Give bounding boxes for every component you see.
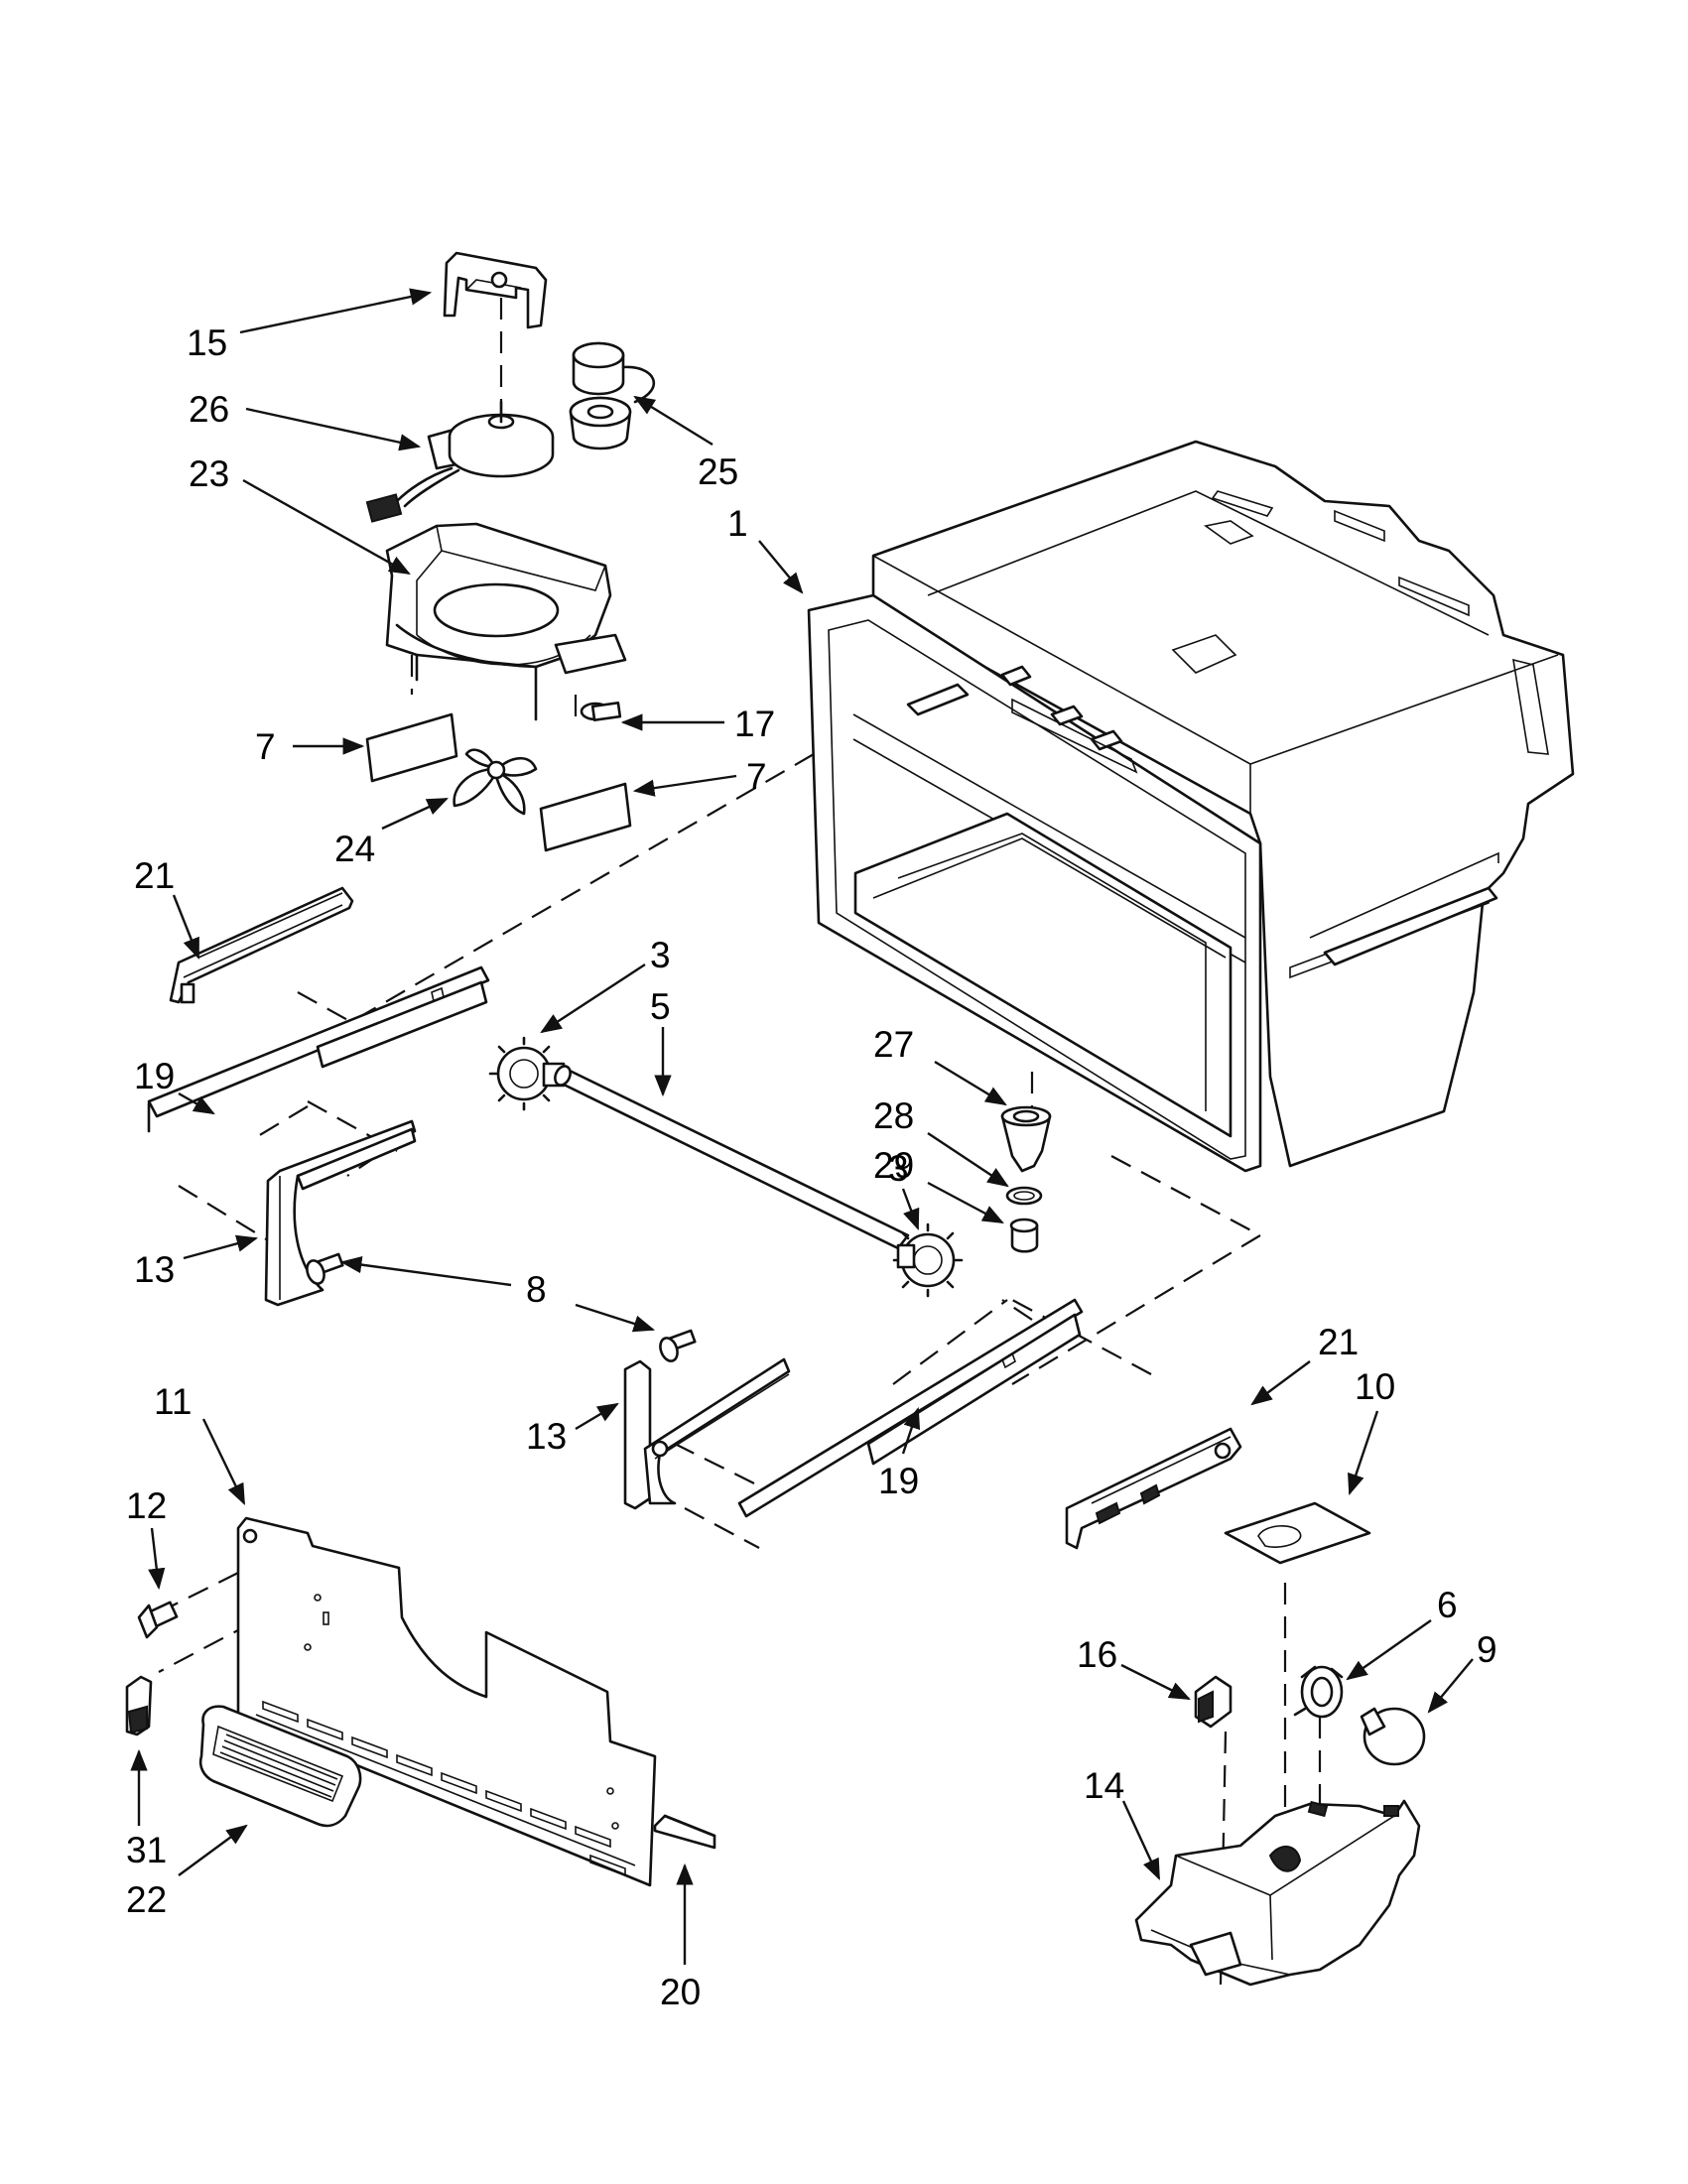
part-9-light-bulb	[1360, 1707, 1426, 1766]
callout-21: 21	[1318, 1322, 1359, 1362]
callout-labels: 15 26 23 25 1 7 17 7 24 21 3 5 27 28 29 …	[126, 322, 1497, 2012]
part-3-upper-gear	[488, 1036, 566, 1111]
part-26-fan-motor	[365, 400, 555, 523]
part-13-left-bracket	[264, 1119, 417, 1307]
part-7-foam-blocks	[365, 712, 632, 852]
callout-17: 17	[734, 704, 775, 744]
callout-7: 7	[746, 756, 767, 797]
callout-21: 21	[134, 855, 175, 896]
part-16-switch	[1194, 1675, 1233, 1729]
panel-vent-slots	[262, 1700, 626, 1877]
callout-15: 15	[187, 322, 227, 363]
callout-5: 5	[650, 986, 671, 1027]
leader-lines	[130, 288, 1474, 1965]
part-17-screw	[580, 701, 622, 722]
part-15-fan-bracket	[443, 251, 548, 329]
part-6-lamp-socket	[1293, 1665, 1344, 1719]
part-3-lower-gear	[892, 1222, 964, 1298]
callout-29: 29	[873, 1145, 914, 1186]
part-8-screws	[306, 1252, 697, 1362]
callout-22: 22	[126, 1879, 167, 1920]
callout-6: 6	[1437, 1585, 1458, 1625]
callout-13: 13	[134, 1249, 175, 1290]
callout-11: 11	[154, 1381, 192, 1422]
callout-23: 23	[189, 453, 229, 494]
part-20-foam-strip	[653, 1814, 716, 1850]
part-24-fan-blade	[453, 748, 538, 816]
part-14-light-housing	[1134, 1799, 1421, 1987]
part-13-right-bracket	[623, 1357, 791, 1510]
part-19-left-rail	[147, 965, 490, 1133]
callout-14: 14	[1084, 1765, 1124, 1806]
part-21-left-slide-bracket	[169, 886, 354, 1004]
callout-28: 28	[873, 1095, 914, 1136]
part-25-sensor-assembly	[569, 341, 656, 450]
part-12-screw	[137, 1601, 179, 1639]
callout-24: 24	[334, 829, 375, 869]
part-27-28-29-damper	[1000, 1105, 1052, 1253]
callout-16: 16	[1077, 1634, 1117, 1675]
callout-31: 31	[126, 1830, 167, 1870]
part-31-clip	[125, 1675, 153, 1736]
callout-20: 20	[660, 1972, 701, 2012]
part-22-grille	[198, 1705, 362, 1828]
part-11-rear-panel	[236, 1516, 657, 1887]
part-10-label	[1224, 1501, 1371, 1565]
callout-27: 27	[873, 1024, 914, 1065]
part-1-freezer-drawer	[807, 440, 1575, 1173]
callout-3: 3	[650, 935, 671, 975]
callout-13: 13	[526, 1416, 567, 1457]
grille-holes	[219, 1734, 338, 1798]
part-21-right-slide-bracket	[1065, 1427, 1242, 1550]
callout-9: 9	[1477, 1629, 1497, 1670]
callout-3: 3	[888, 1148, 909, 1189]
callout-7: 7	[255, 726, 276, 767]
callout-10: 10	[1355, 1366, 1395, 1407]
callout-12: 12	[126, 1485, 167, 1526]
callout-25: 25	[698, 451, 738, 492]
callout-8: 8	[526, 1269, 547, 1310]
callout-1: 1	[727, 503, 748, 544]
callout-19: 19	[878, 1461, 919, 1501]
part-5-shaft	[554, 1065, 910, 1250]
part-23-fan-housing	[385, 522, 627, 721]
callout-26: 26	[189, 389, 229, 430]
callout-19: 19	[134, 1056, 175, 1096]
